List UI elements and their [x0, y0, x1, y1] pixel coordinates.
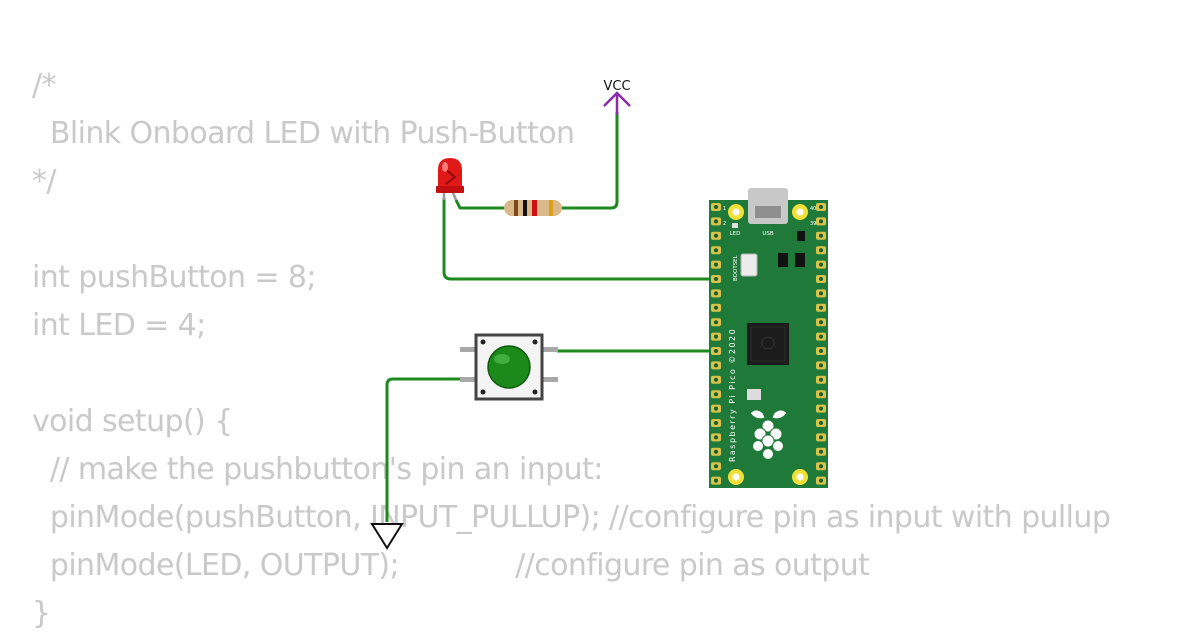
bootsel-label: BOOTSEL [733, 254, 739, 281]
pin-hole [714, 219, 718, 224]
pin-hole [819, 305, 823, 310]
pin-hole [819, 363, 823, 368]
pin-hole [819, 205, 823, 209]
pin-hole [819, 406, 823, 411]
code-line: int LED = 4; [32, 308, 206, 343]
code-line: int pushButton = 8; [32, 260, 316, 295]
pin-hole [714, 406, 718, 411]
pin-hole [714, 291, 718, 296]
pin-hole [714, 377, 718, 382]
pin-hole [714, 478, 718, 483]
button-cap[interactable] [487, 345, 531, 389]
pin-2-label: 2 [723, 221, 726, 227]
code-editor[interactable]: /* Blink Onboard LED with Push-Button */ i… [32, 62, 1111, 638]
code-line: pinMode(LED, OUTPUT); //configure pin as… [32, 548, 870, 583]
pin-hole [819, 219, 823, 224]
code-line: Blink Onboard LED with Push-Button [32, 116, 575, 151]
pin-hole [819, 349, 823, 353]
board-name-label: Raspberry Pi Pico ©2020 [728, 328, 737, 462]
pin-hole [819, 248, 823, 253]
code-line: pinMode(pushButton, INPUT_PULLUP); //con… [32, 500, 1111, 535]
red-led[interactable] [436, 158, 464, 201]
code-line: /* [32, 68, 57, 103]
pin-hole [819, 377, 823, 382]
pin-hole [819, 435, 823, 440]
rp2040-chip [747, 323, 789, 365]
pin-hole [819, 277, 823, 281]
usb-connector [748, 188, 788, 224]
pin-hole [819, 262, 823, 267]
pico-pin-headers [711, 203, 826, 485]
pin-hole [714, 262, 718, 267]
onboard-led [732, 223, 738, 228]
raspberry-logo [749, 409, 788, 460]
pin-hole [819, 464, 823, 469]
wire-button-ground [385, 377, 460, 522]
pin-hole [714, 363, 718, 368]
code-line: void setup() { [32, 404, 233, 439]
pin-hole [714, 449, 718, 454]
pin-hole [714, 233, 718, 238]
pin-1-label: 1 [723, 206, 726, 212]
pin-hole [714, 248, 718, 253]
pin-hole [714, 277, 718, 281]
pin-hole [819, 334, 823, 339]
pin-hole [714, 334, 718, 339]
resistor[interactable] [504, 200, 562, 216]
pin-hole [714, 205, 718, 209]
code-line: } [32, 596, 51, 631]
board-usb-label: USB [762, 231, 774, 237]
board-led-label: LED [730, 231, 741, 237]
pin-hole [819, 449, 823, 454]
pin-hole [819, 478, 823, 483]
pin-hole [714, 464, 718, 469]
pin-39-label: 39 [810, 221, 816, 227]
pin-hole [714, 421, 718, 425]
vcc-symbol: VCC [603, 79, 631, 115]
vcc-label: VCC [603, 79, 630, 94]
pin-hole [714, 320, 718, 325]
wire-led-pico-gp4 [442, 198, 716, 281]
pin-hole [819, 291, 823, 296]
pin-hole [714, 435, 718, 440]
pin-hole [819, 421, 823, 425]
pin-hole [714, 305, 718, 310]
bootsel-button[interactable] [740, 253, 758, 277]
pin-hole [714, 349, 718, 353]
wires [385, 112, 716, 522]
ground-symbol [370, 523, 404, 550]
wire-led-resistor [454, 199, 505, 210]
pin-hole [819, 320, 823, 325]
pin-40-label: 40 [810, 206, 816, 212]
wire-vcc-resistor [560, 112, 619, 210]
code-line: // make the pushbutton's pin an input: [32, 452, 603, 487]
raspberry-pi-pico-board[interactable]: 1 2 40 39 LED USB BOOTSEL Raspberry Pi P… [709, 188, 828, 488]
pin-hole [714, 392, 718, 397]
pin-hole [819, 392, 823, 397]
pin-hole [819, 233, 823, 238]
code-line: */ [32, 164, 57, 199]
push-button[interactable] [460, 333, 558, 401]
